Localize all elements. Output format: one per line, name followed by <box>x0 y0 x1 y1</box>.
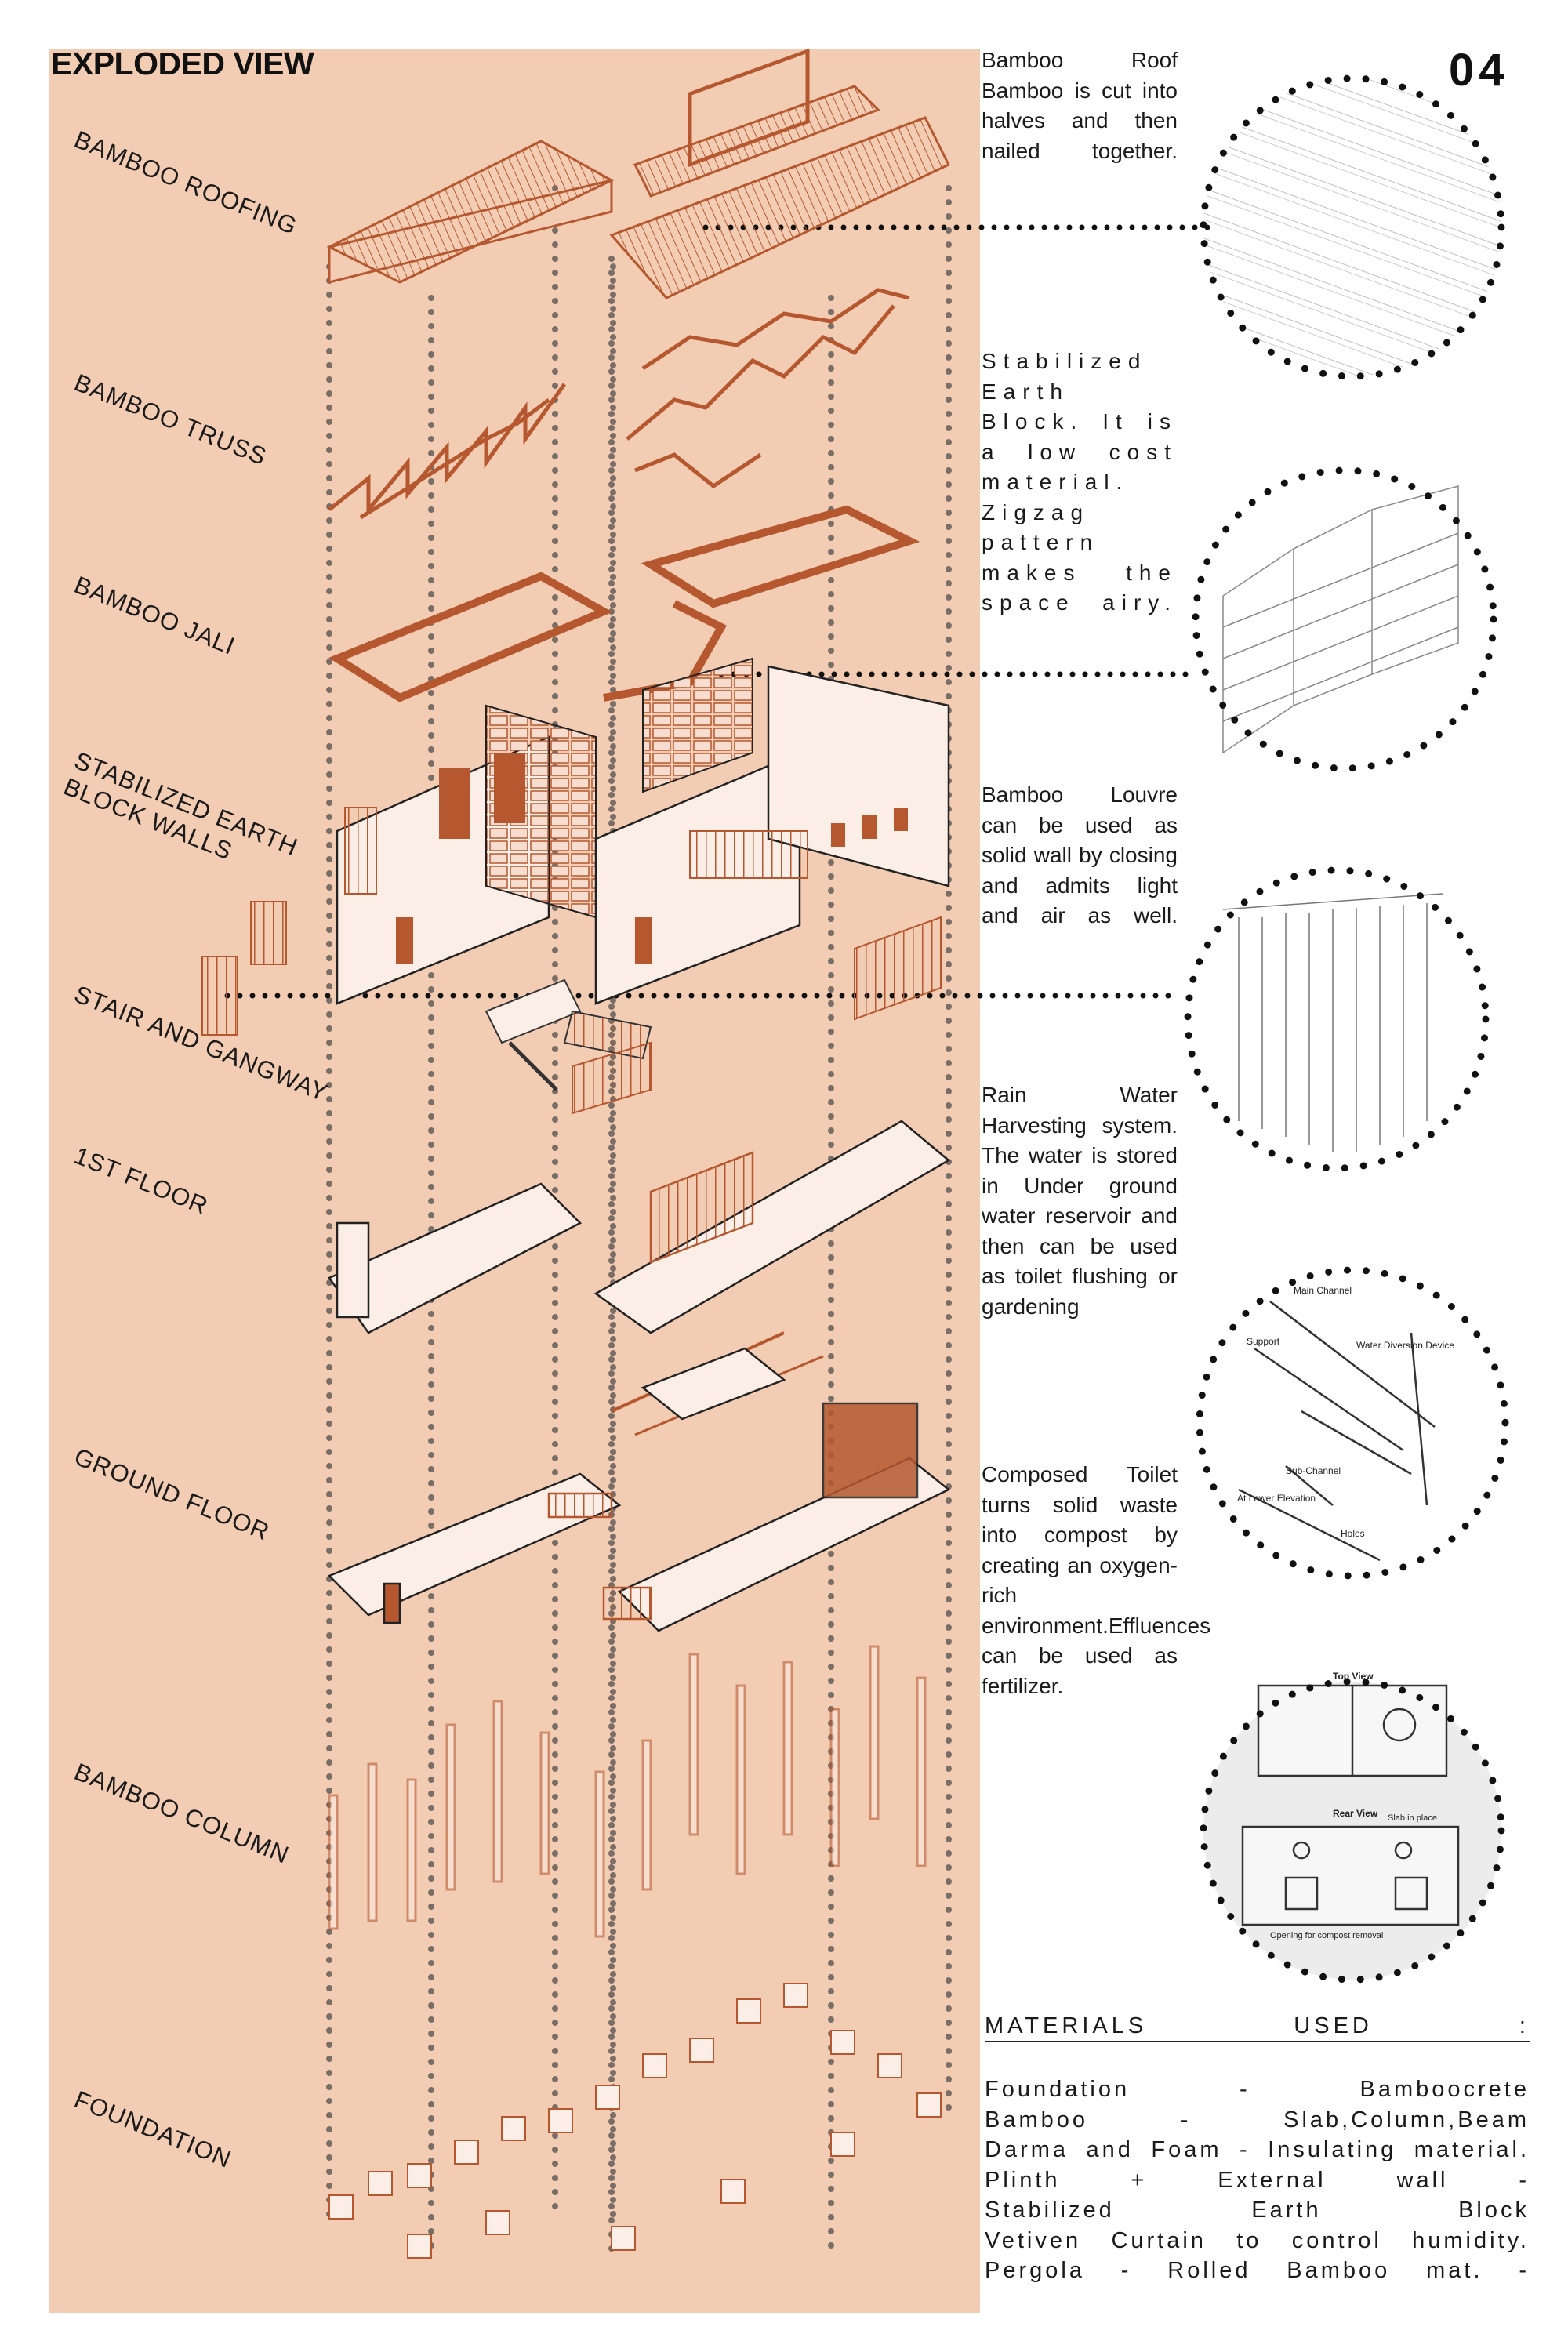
label-at-lower-elevation: At Lower Elevation <box>1237 1493 1316 1504</box>
page-number: 04 <box>1449 45 1509 96</box>
label-sub-channel: Sub-Channel <box>1286 1465 1341 1476</box>
trusses <box>328 48 910 520</box>
note-bamboo-roof: Bamboo Roof Bamboo is cut into halves an… <box>982 48 1178 163</box>
bamboo-columns <box>328 1645 927 1938</box>
note-earth-block: Stabilized Earth Block. It is a low cost… <box>982 349 1178 615</box>
label-support: Support <box>1247 1336 1280 1347</box>
ground-floor-slabs <box>327 1347 951 1632</box>
materials-item: Foundation - Bamboocrete <box>985 2077 1530 2102</box>
materials-item: Stabilized Earth Block <box>985 2198 1530 2223</box>
roof-plates <box>326 85 951 299</box>
detail-circle-earth-block <box>1192 466 1497 772</box>
label-opening-compost: Opening for compost removal <box>1270 1931 1383 1940</box>
jali-frames <box>328 505 920 702</box>
note-composed-toilet: Composed Toilet turns solid waste into c… <box>982 1462 1211 1698</box>
page-title: EXPLODED VIEW <box>51 45 314 82</box>
detail-circle-louvre <box>1184 866 1490 1172</box>
label-rear-view: Rear View <box>1333 1808 1378 1819</box>
label-main-channel: Main Channel <box>1294 1285 1352 1296</box>
materials-list: Foundation - Bamboocrete Bamboo - Slab,C… <box>985 2074 1530 2286</box>
materials-item: Plinth + External wall - <box>985 2167 1530 2193</box>
detail-circle-toilet: Top View Rear View Slab in place Opening… <box>1200 1671 1505 1984</box>
label-water-diversion: Water Diversion Device <box>1356 1340 1454 1351</box>
materials-item: Pergola - Rolled Bamboo mat. - <box>985 2258 1530 2283</box>
foundation-footings <box>328 1983 942 2259</box>
stair-gangway <box>485 978 652 1115</box>
label-slab-in-place: Slab in place <box>1388 1813 1437 1823</box>
materials-item: Darma and Foam - Insulating material. <box>985 2137 1530 2162</box>
materials-item: Vetiven Curtain to control humidity. <box>985 2227 1530 2253</box>
note-rain-water: Rain Water Harvesting system. The water … <box>982 1083 1178 1319</box>
detail-circle-rain-water: Main Channel Support Water Diversion Dev… <box>1196 1266 1509 1580</box>
materials-item: Bamboo - Slab,Column,Beam <box>985 2107 1530 2132</box>
detail-circle-roof <box>1200 74 1505 380</box>
first-floor-slabs <box>328 1120 951 1436</box>
materials-heading: MATERIALS USED : <box>985 2013 1530 2042</box>
alignment-guides <box>326 185 952 2261</box>
earth-block-walls <box>201 657 950 1036</box>
label-holes: Holes <box>1341 1528 1365 1539</box>
label-top-view: Top View <box>1333 1671 1374 1682</box>
note-bamboo-louvre: Bamboo Louvre can be used as solid wall … <box>982 782 1178 927</box>
